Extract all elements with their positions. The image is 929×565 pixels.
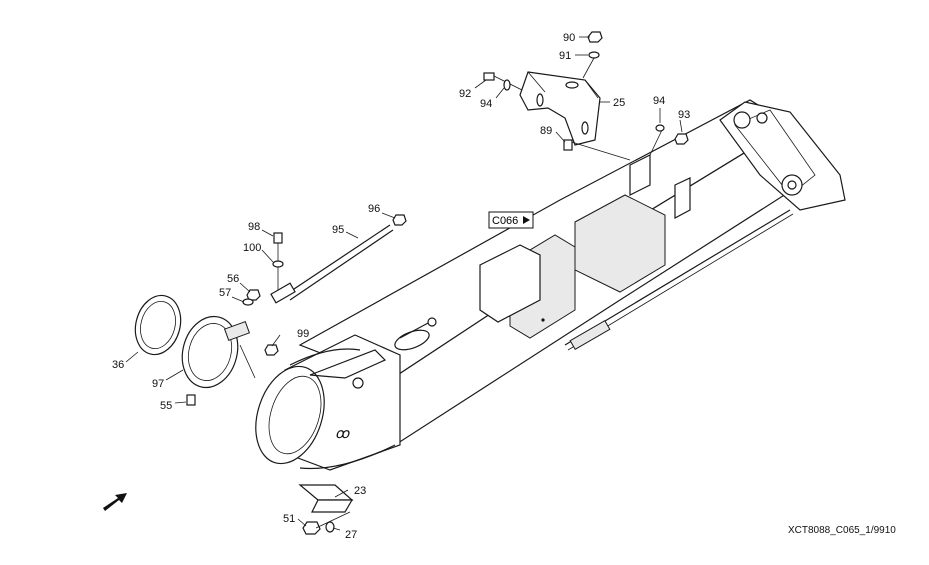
part-label-94b: 94 bbox=[653, 95, 665, 107]
part-labels: 90 91 92 94 25 89 94 93 96 98 95 100 56 … bbox=[112, 32, 690, 541]
housing-body bbox=[298, 99, 846, 447]
pulley-housing: ꝏ bbox=[255, 317, 437, 471]
part-label-23: 23 bbox=[354, 485, 366, 497]
part-label-25: 25 bbox=[613, 97, 625, 109]
part-label-57: 57 bbox=[219, 287, 231, 299]
part-label-98: 98 bbox=[248, 221, 260, 233]
part-label-100: 100 bbox=[243, 242, 261, 254]
part-label-99: 99 bbox=[297, 328, 309, 340]
part-label-97: 97 bbox=[152, 378, 164, 390]
part-label-36: 36 bbox=[112, 359, 124, 371]
part-label-89: 89 bbox=[540, 125, 552, 137]
part-label-56: 56 bbox=[227, 273, 239, 285]
hardware bbox=[186, 31, 689, 535]
part-label-92: 92 bbox=[459, 88, 471, 100]
reference-label: C066 bbox=[492, 215, 518, 227]
part-label-93: 93 bbox=[678, 109, 690, 121]
clamp-rings bbox=[134, 294, 256, 389]
part-label-96: 96 bbox=[368, 203, 380, 215]
part-label-51: 51 bbox=[283, 513, 295, 525]
direction-arrow-icon bbox=[103, 493, 127, 511]
part-label-91: 91 bbox=[559, 50, 571, 62]
part-label-27: 27 bbox=[345, 529, 357, 541]
reference-tag: C066 bbox=[488, 211, 534, 229]
svg-text:ꝏ: ꝏ bbox=[335, 425, 350, 441]
leader-lines bbox=[125, 36, 683, 531]
part-label-95: 95 bbox=[332, 224, 344, 236]
part-label-90: 90 bbox=[563, 32, 575, 44]
drawing-code: XCT8088_C065_1/9910 bbox=[788, 525, 896, 536]
part-label-55: 55 bbox=[160, 400, 172, 412]
part-label-94: 94 bbox=[480, 98, 492, 110]
mounting-bracket bbox=[519, 71, 631, 161]
